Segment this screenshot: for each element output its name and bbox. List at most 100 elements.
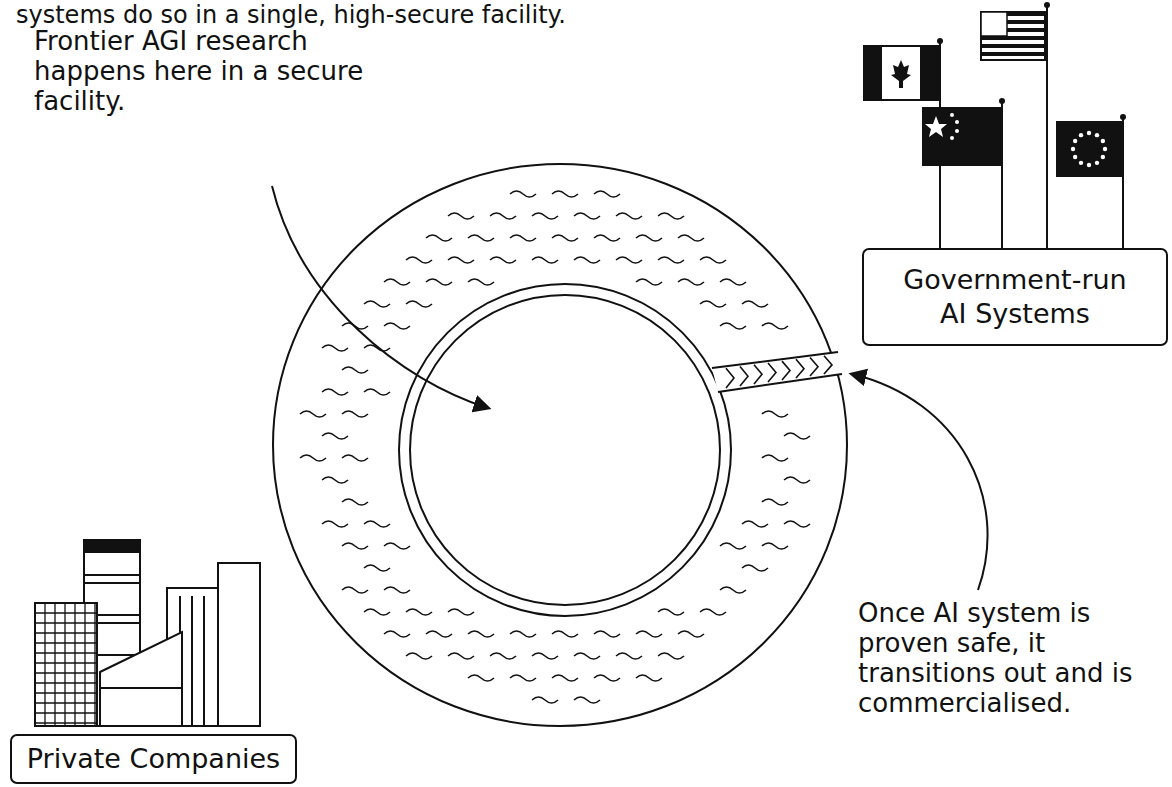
us-flag-stripes [981, 12, 1045, 56]
chevron [754, 365, 762, 384]
flag-star [1095, 161, 1099, 165]
wave-stroke [616, 213, 642, 219]
wave-stroke [594, 235, 620, 241]
wave-stroke [636, 631, 662, 637]
wave-stroke [658, 257, 684, 263]
wave-stroke [510, 191, 536, 197]
wave-stroke [364, 609, 390, 615]
china-flag [923, 108, 1001, 165]
wave-stroke [636, 675, 662, 681]
flag-star [1073, 139, 1077, 143]
exit-channel-edge [712, 352, 838, 368]
maple-leaf [891, 60, 911, 88]
wave-stroke [510, 631, 536, 637]
wave-stroke [342, 543, 368, 549]
building-windows [35, 603, 97, 726]
window-line [35, 662, 97, 663]
wave-stroke [468, 279, 494, 285]
eu-flag-stars [1071, 131, 1107, 167]
wave-stroke [490, 653, 516, 659]
wave-stroke [700, 301, 726, 307]
wave-stroke [468, 235, 494, 241]
flag-star [1087, 131, 1091, 135]
wave-stroke [700, 257, 726, 263]
window-line [84, 603, 85, 726]
annotation-text: Once AI system is proven safe, it transi… [858, 598, 1170, 718]
flag-star [925, 116, 947, 137]
flag-star [1073, 155, 1077, 159]
wave-stroke [300, 411, 326, 417]
wave-stroke [552, 675, 578, 681]
flag-pole [1122, 118, 1124, 250]
wave-stroke [784, 521, 810, 527]
chevron [768, 363, 776, 382]
wave-stroke [574, 213, 600, 219]
wave-stroke [742, 301, 768, 307]
chevron [796, 359, 804, 378]
facility-wall-inner [410, 295, 720, 605]
tower-roof [84, 540, 140, 552]
chevron [726, 368, 734, 388]
grid-building [35, 603, 97, 726]
facade-line [191, 596, 193, 726]
canada-flag [864, 46, 938, 100]
us-flag-canton [981, 12, 1007, 36]
chevron [782, 361, 790, 380]
flag-stripe [981, 44, 1045, 48]
wave-stroke [552, 631, 578, 637]
window-line [35, 702, 97, 703]
window-line [35, 692, 97, 693]
window-line [35, 642, 97, 643]
wave-stroke [574, 257, 600, 263]
government-box: Government-run AI Systems [862, 248, 1168, 346]
flag-pole [1046, 6, 1048, 250]
flag-star [955, 129, 959, 133]
wave-stroke [574, 697, 600, 703]
wave-stroke [426, 631, 452, 637]
wave-stroke [594, 631, 620, 637]
wave-stroke [448, 653, 474, 659]
exit-channel-edge [718, 374, 842, 392]
wave-stroke [658, 609, 684, 615]
wave-stroke [364, 301, 390, 307]
wave-stroke [322, 477, 348, 483]
wave-stroke [364, 565, 390, 571]
flag-star [1101, 155, 1105, 159]
company-box: Private Companies [10, 734, 297, 784]
wave-stroke [510, 235, 536, 241]
wave-stroke [342, 455, 368, 461]
wave-stroke [468, 675, 494, 681]
pole-top [937, 38, 943, 44]
wave-stroke [468, 631, 494, 637]
wave-stroke [448, 257, 474, 263]
wave-stroke [742, 565, 768, 571]
floor-line [84, 582, 140, 584]
wave-stroke [594, 191, 620, 197]
wave-stroke [384, 543, 410, 549]
flag-star [950, 136, 954, 140]
leader-arrow [852, 374, 988, 590]
wave-stroke [406, 609, 432, 615]
wave-stroke [742, 521, 768, 527]
floor-line [84, 574, 140, 576]
wave-stroke [384, 323, 410, 329]
window-line [35, 612, 97, 613]
window-line [35, 672, 97, 673]
wave-stroke [762, 323, 788, 329]
wave-stroke [342, 499, 368, 505]
window-line [35, 682, 97, 683]
wave-stroke [406, 653, 432, 659]
wave-stroke [636, 235, 662, 241]
wave-stroke [720, 279, 746, 285]
wave-stroke [762, 543, 788, 549]
wave-stroke [678, 631, 704, 637]
wave-stroke [594, 675, 620, 681]
wave-stroke [406, 257, 432, 263]
wave-stroke [784, 433, 810, 439]
wave-stroke [762, 499, 788, 505]
pole-top [999, 98, 1005, 104]
wave-stroke [552, 191, 578, 197]
tall-building [218, 563, 260, 726]
wave-stroke [384, 631, 410, 637]
